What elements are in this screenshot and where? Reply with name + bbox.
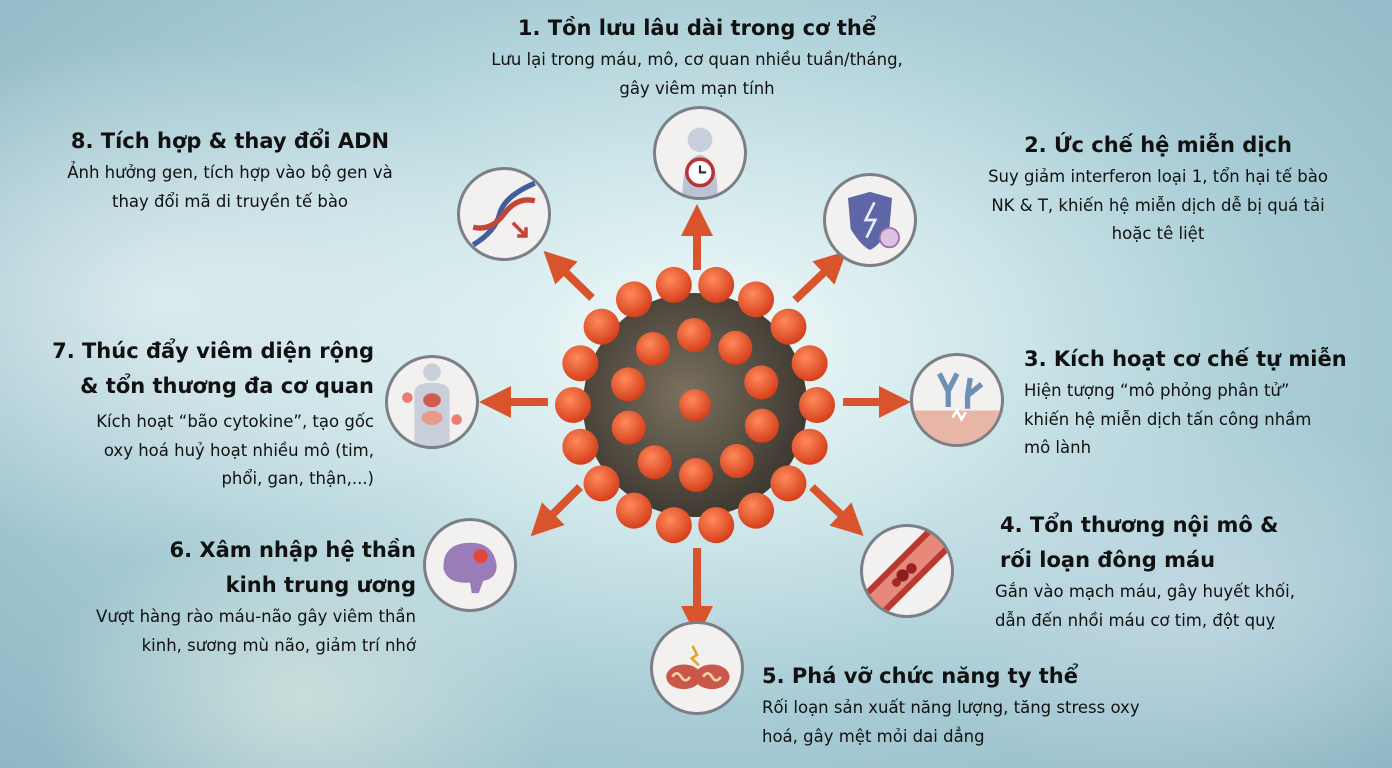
- item-6: 6. Xâm nhập hệ thần kinh trung ương Vượt…: [0, 533, 416, 660]
- virus-spike: [636, 331, 671, 366]
- arrow-2: [792, 250, 847, 303]
- dna-icon: [457, 167, 551, 261]
- virus-spike: [562, 428, 599, 465]
- arrow-6: [530, 484, 583, 537]
- virus-spike: [616, 281, 652, 318]
- item-6-desc: Vượt hàng rào máu-não gây viêm thần: [96, 607, 416, 626]
- item-1-title: 1. Tồn lưu lâu dài trong cơ thể: [517, 16, 877, 40]
- item-6-title: kinh trung ương: [225, 573, 416, 597]
- item-7-desc: phổi, gan, thận,...): [221, 469, 374, 488]
- broken-shield-icon: [823, 173, 917, 267]
- item-3-desc: mô lành: [1024, 438, 1092, 457]
- virus-spike: [679, 389, 711, 421]
- virus-spike: [678, 457, 713, 492]
- item-5-desc: hoá, gây mệt mỏi dai dẳng: [762, 726, 985, 746]
- virus-spike: [677, 318, 712, 353]
- virus-spike: [770, 465, 807, 502]
- item-3-desc: khiến hệ miễn dịch tấn công nhầm: [1024, 409, 1312, 429]
- blood-vessel-clot-icon: [860, 524, 954, 618]
- item-8-desc: thay đổi mã di truyền tế bào: [111, 191, 349, 211]
- arrow-8: [543, 250, 595, 301]
- item-7-title: & tổn thương đa cơ quan: [80, 374, 374, 398]
- brain-icon: [423, 518, 517, 612]
- item-4-title: 4. Tổn thương nội mô &: [1000, 513, 1279, 537]
- virus-spike: [655, 266, 692, 303]
- item-7-desc: Kích hoạt “bão cytokine”, tạo gốc: [96, 412, 374, 431]
- arrow-4: [809, 484, 864, 537]
- virus-spike: [698, 507, 735, 544]
- item-6-desc: kinh, sương mù não, giảm trí nhớ: [141, 635, 416, 655]
- item-8: 8. Tích hợp & thay đổi ADN Ảnh hưởng gen…: [20, 124, 440, 216]
- virus-spike: [738, 492, 774, 529]
- item-7-title: 7. Thúc đẩy viêm diện rộng: [52, 339, 374, 363]
- item-6-title: 6. Xâm nhập hệ thần: [169, 538, 416, 562]
- item-7: 7. Thúc đẩy viêm diện rộng & tổn thương …: [0, 334, 374, 494]
- item-1-desc: Lưu lại trong máu, mô, cơ quan nhiều tuầ…: [491, 50, 903, 69]
- item-5-desc: Rối loạn sản xuất năng lượng, tăng stres…: [762, 698, 1140, 717]
- virus-spike: [555, 387, 591, 423]
- item-1-desc: gây viêm mạn tính: [619, 78, 775, 98]
- item-4-desc: dẫn đến nhồi máu cơ tim, đột quỵ: [995, 610, 1276, 630]
- item-4-desc: Gắn vào mạch máu, gây huyết khối,: [995, 582, 1295, 601]
- item-1: 1. Tồn lưu lâu dài trong cơ thể Lưu lại …: [397, 11, 997, 103]
- virus-spike: [611, 367, 646, 402]
- broken-mitochondria-icon: [650, 621, 744, 715]
- virus-spike: [655, 507, 692, 544]
- item-7-desc: oxy hoá huỷ hoạt nhiều mô (tim,: [103, 440, 374, 460]
- body-clock-icon: [653, 106, 747, 200]
- virus-spike: [791, 428, 828, 465]
- virus-spike: [744, 365, 779, 400]
- virus-spike: [637, 445, 672, 480]
- virus-spike: [744, 408, 779, 443]
- virus-spike: [799, 387, 835, 423]
- item-3-title: 3. Kích hoạt cơ chế tự miễn: [1024, 347, 1347, 371]
- virus-spike: [738, 281, 774, 318]
- antibody-attack-icon: [910, 353, 1004, 447]
- item-2-title: 2. Ức chế hệ miễn dịch: [1024, 133, 1292, 157]
- virus-spike: [718, 330, 753, 365]
- organs-inflammation-icon: [385, 355, 479, 449]
- item-2: 2. Ức chế hệ miễn dịch Suy giảm interfer…: [948, 128, 1368, 249]
- item-2-desc: Suy giảm interferon loại 1, tổn hại tế b…: [988, 167, 1328, 186]
- item-4: 4. Tổn thương nội mô & rối loạn đông máu…: [995, 508, 1295, 635]
- item-2-desc: hoặc tê liệt: [1111, 224, 1205, 243]
- virus-spike: [698, 266, 735, 303]
- virus-spike: [616, 492, 652, 529]
- coronavirus-illustration: [555, 266, 835, 544]
- virus-spike: [562, 345, 599, 382]
- virus-spike: [583, 308, 620, 345]
- item-8-desc: Ảnh hưởng gen, tích hợp vào bộ gen và: [67, 163, 393, 182]
- item-3-desc: Hiện tượng “mô phỏng phân tử”: [1024, 381, 1290, 400]
- virus-spike: [611, 410, 646, 445]
- item-8-title: 8. Tích hợp & thay đổi ADN: [70, 129, 390, 153]
- item-5: 5. Phá vỡ chức năng ty thể Rối loạn sản …: [762, 659, 1140, 751]
- item-4-title: rối loạn đông máu: [1000, 548, 1216, 572]
- item-3: 3. Kích hoạt cơ chế tự miễn Hiện tượng “…: [1024, 342, 1347, 463]
- virus-spike: [583, 465, 620, 502]
- virus-spike: [719, 444, 754, 479]
- virus-spike: [770, 308, 807, 345]
- item-5-title: 5. Phá vỡ chức năng ty thể: [762, 664, 1078, 688]
- item-2-desc: NK & T, khiến hệ miễn dịch dễ bị quá tải: [991, 195, 1325, 215]
- virus-spike: [791, 345, 828, 382]
